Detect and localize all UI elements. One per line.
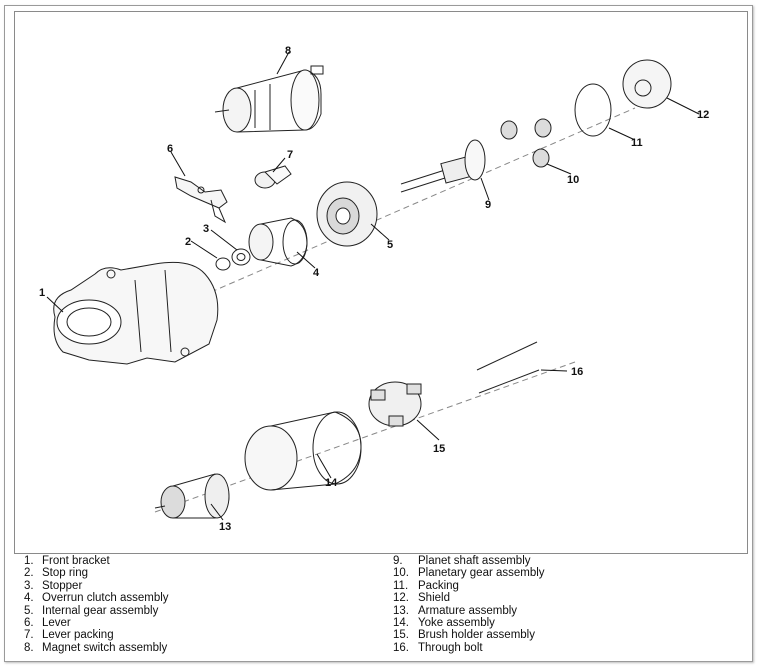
- legend-item: 7.Lever packing: [24, 629, 114, 642]
- callout-15: 15: [433, 443, 445, 455]
- legend-column-left: 1.Front bracket 2.Stop ring 3.Stopper 4.…: [24, 555, 169, 654]
- lever-part: [174, 176, 228, 224]
- exploded-diagram: 8 6 7 2 3 4 5 9 10 11 12 1 16 15 14 13: [14, 11, 748, 554]
- callout-6: 6: [167, 143, 173, 155]
- legend-item: 10.Planetary gear assembly: [393, 567, 545, 580]
- callout-12: 12: [697, 109, 709, 121]
- callout-11: 11: [631, 137, 643, 149]
- legend-item: 15.Brush holder assembly: [393, 629, 535, 642]
- legend-item: 16.Through bolt: [393, 641, 483, 654]
- legend-item: 13.Armature assembly: [393, 604, 518, 617]
- magnet-switch-part: [214, 65, 324, 133]
- shield-part: [622, 59, 672, 109]
- callout-13: 13: [219, 521, 231, 533]
- stop-ring-part: [215, 257, 231, 271]
- legend-item: 5.Internal gear assembly: [24, 604, 159, 617]
- stopper-part: [231, 248, 251, 266]
- callout-16: 16: [571, 366, 583, 378]
- legend-item: 12.Shield: [393, 592, 450, 605]
- planetary-gear-part: [500, 118, 552, 168]
- callout-7: 7: [287, 149, 293, 161]
- legend-item: 3.Stopper: [24, 579, 83, 592]
- starter-motor-exploded-view: 8 6 7 2 3 4 5 9 10 11 12 1 16 15 14 13: [39, 45, 709, 533]
- legend-item: 1.Front bracket: [24, 555, 110, 567]
- brush-holder-part: [368, 381, 422, 427]
- through-bolt-part: [476, 341, 540, 394]
- legend-item: 2.Stop ring: [24, 567, 89, 580]
- callout-4: 4: [313, 267, 320, 279]
- legend-column-right: 9.Planet shaft assembly 10.Planetary gea…: [393, 555, 545, 654]
- callout-2: 2: [185, 236, 191, 248]
- legend-item: 9.Planet shaft assembly: [393, 555, 531, 567]
- legend-item: 6.Lever: [24, 616, 71, 629]
- front-bracket-part: [53, 261, 219, 365]
- planet-shaft-part: [400, 139, 486, 193]
- legend-item: 11.Packing: [393, 579, 459, 592]
- overrun-clutch-part: [248, 217, 308, 267]
- callout-5: 5: [387, 239, 393, 251]
- callout-8: 8: [285, 45, 291, 57]
- callout-9: 9: [485, 199, 491, 211]
- lever-packing-part: [254, 165, 292, 189]
- legend-item: 4.Overrun clutch assembly: [24, 592, 169, 605]
- packing-part: [574, 83, 612, 137]
- internal-gear-part: [316, 181, 378, 247]
- yoke-part: [244, 411, 362, 491]
- armature-part: [154, 473, 230, 519]
- legend-item: 8.Magnet switch assembly: [24, 641, 168, 654]
- legend-item: 14.Yoke assembly: [393, 616, 495, 629]
- parts-legend: 1.Front bracket 2.Stop ring 3.Stopper 4.…: [14, 555, 746, 659]
- callout-10: 10: [567, 174, 579, 186]
- callout-1: 1: [39, 287, 45, 299]
- callout-14: 14: [325, 477, 338, 489]
- callout-3: 3: [203, 223, 209, 235]
